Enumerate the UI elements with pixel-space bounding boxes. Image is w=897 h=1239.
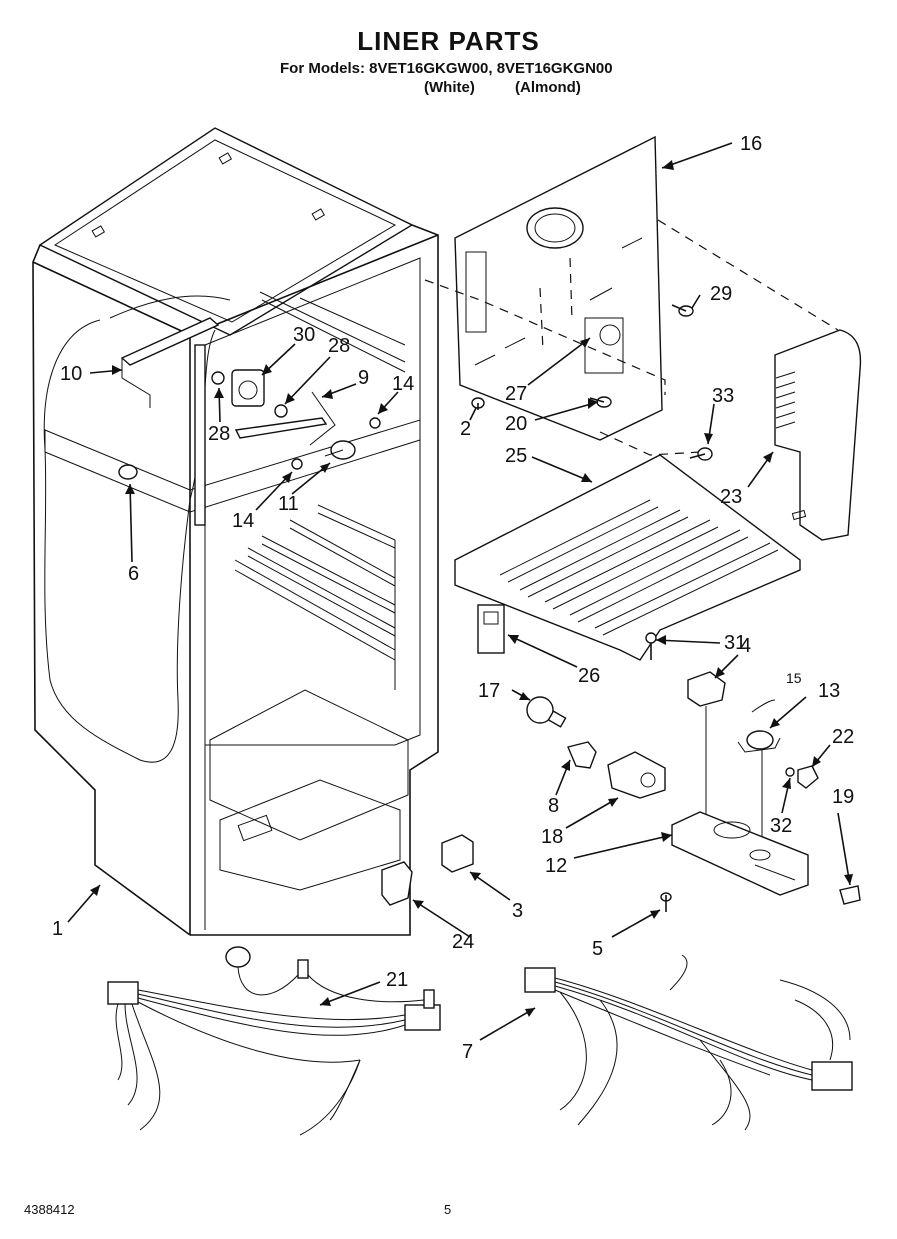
bracket-26 [477,604,505,654]
rear-panel-16 [454,135,663,441]
control-30 [231,369,265,407]
callout-18: 18 [541,826,563,848]
callout-17: 17 [478,680,500,702]
connector-24 [381,861,413,906]
plug-6 [118,464,138,480]
screw-5 [660,892,672,912]
color-white-label: (White) [424,79,475,96]
page-number: 5 [444,1202,452,1217]
callout-21: 21 [386,969,408,991]
callout-2: 2 [460,418,471,440]
callout-27: 27 [505,383,527,405]
screw-14a [369,417,381,429]
screw-28a [211,371,225,385]
callout-1: 1 [52,918,63,940]
models-line: For Models: 8VET16GKGW00, 8VET16GKGN00 [280,60,613,77]
page-title: LINER PARTS [357,26,540,56]
leader-lines [67,142,853,1041]
clip-22 [797,765,819,789]
callout-9: 9 [358,367,369,389]
socket-8 [567,741,597,769]
defrost-terminator-4 [687,671,726,707]
callout-24: 24 [452,931,474,953]
screw-32 [785,767,795,777]
pin-31 [645,632,657,660]
screw-29 [671,304,694,317]
callout-11: 11 [278,493,299,515]
callout-14-bottom: 14 [232,510,254,532]
screw-33 [689,447,713,461]
callout-15: 15 [786,670,802,686]
callout-13: 13 [818,680,840,702]
callout-23: 23 [720,486,742,508]
bulb-17 [526,696,567,728]
callout-22: 22 [832,726,854,748]
callout-32: 32 [770,815,792,837]
callout-20: 20 [505,413,527,435]
callout-5: 5 [592,938,603,960]
screw-2 [471,397,485,410]
callout-28-top: 28 [328,335,350,357]
screw-14b [291,458,303,470]
color-almond-label: (Almond) [515,79,581,96]
callout-4: 4 [740,635,751,657]
document-number: 4388412 [24,1202,75,1217]
clip-19 [839,885,861,905]
callout-30: 30 [293,324,315,346]
rod-9 [234,391,336,446]
cover-18 [607,751,666,799]
connector-3 [441,834,474,873]
callout-31: 31 [724,632,746,654]
callout-16: 16 [740,133,762,155]
drain-pan-12 [671,811,809,896]
callout-8: 8 [548,795,559,817]
callout-12: 12 [545,855,567,877]
callout-14-top: 14 [392,373,414,395]
callout-28-left: 28 [208,423,230,445]
cabinet-liner [32,127,439,936]
callout-3: 3 [512,900,523,922]
nut-28b [274,404,288,418]
callout-26: 26 [578,665,600,687]
wire-harness-21 [107,946,441,1136]
callout-33: 33 [712,385,734,407]
wire-harness-7 [524,954,853,1131]
damper-11 [324,440,356,460]
callout-labels: 16 10 30 28 9 14 28 6 14 11 29 27 20 2 3… [52,133,854,1063]
tube-15 [751,699,776,713]
callout-19: 19 [832,786,854,808]
callout-6: 6 [128,563,139,585]
grille-23 [774,329,862,541]
callout-29: 29 [710,283,732,305]
callout-10: 10 [60,363,82,385]
callout-25: 25 [505,445,527,467]
bracket-10 [120,317,220,408]
callout-7: 7 [462,1041,473,1063]
evaporator-25 [454,454,801,661]
